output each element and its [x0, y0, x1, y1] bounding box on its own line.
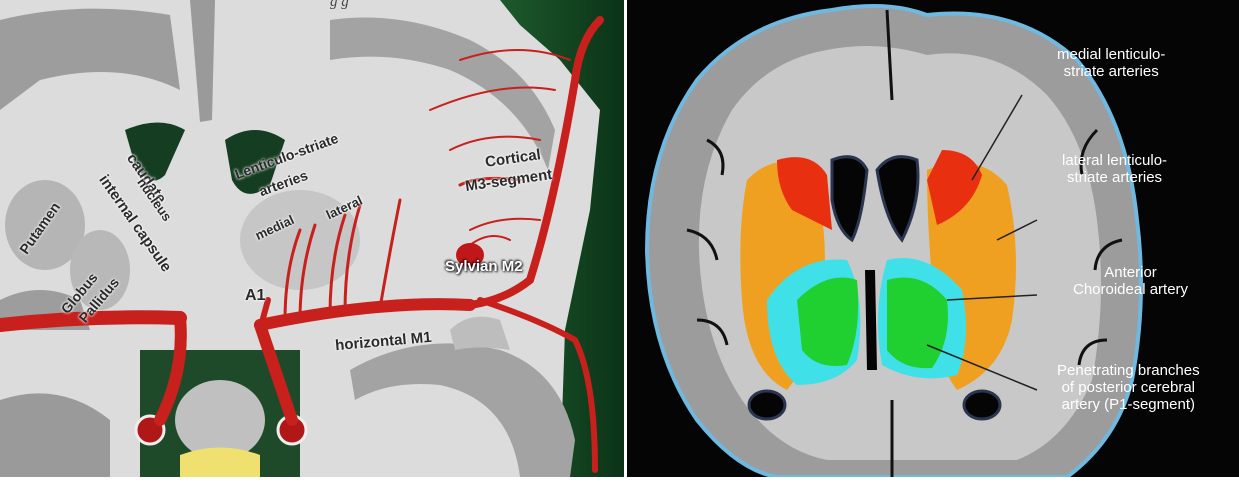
label-medial-ls-arteries: medial lenticulo- striate arteries	[1057, 46, 1165, 80]
label-anterior-choroidal-line-1: Anterior	[1073, 264, 1188, 281]
top-caption: g g	[330, 0, 349, 11]
label-lateral-ls-line-1: lateral lenticulo-	[1062, 152, 1167, 169]
left-occipital-horn	[749, 391, 785, 419]
right-occipital-horn	[964, 391, 1000, 419]
label-penetrating-line-1: Penetrating branches	[1057, 362, 1200, 379]
axial-territory-map: medial lenticulo- striate arteries later…	[627, 0, 1239, 477]
label-medial-ls-line-2: striate arteries	[1057, 63, 1165, 80]
label-penetrating-branches: Penetrating branches of posterior cerebr…	[1057, 362, 1200, 413]
coronal-drawing	[0, 0, 624, 477]
label-anterior-choroidal-artery: Anterior Choroideal artery	[1073, 264, 1188, 298]
label-lateral-ls-arteries: lateral lenticulo- striate arteries	[1062, 152, 1167, 186]
label-a1: A1	[245, 287, 265, 305]
pons-yellow	[180, 448, 260, 478]
label-sylvian-m2: Sylvian M2	[445, 258, 523, 275]
coronal-artery-illustration: g g Putamen caudate nucleus internal cap…	[0, 0, 624, 477]
label-lateral-ls-line-2: striate arteries	[1062, 169, 1167, 186]
label-penetrating-line-3: artery (P1-segment)	[1057, 396, 1200, 413]
label-medial-ls-line-1: medial lenticulo-	[1057, 46, 1165, 63]
third-ventricle	[865, 270, 877, 370]
label-anterior-choroidal-line-2: Choroideal artery	[1073, 281, 1188, 298]
label-penetrating-line-2: of posterior cerebral	[1057, 379, 1200, 396]
